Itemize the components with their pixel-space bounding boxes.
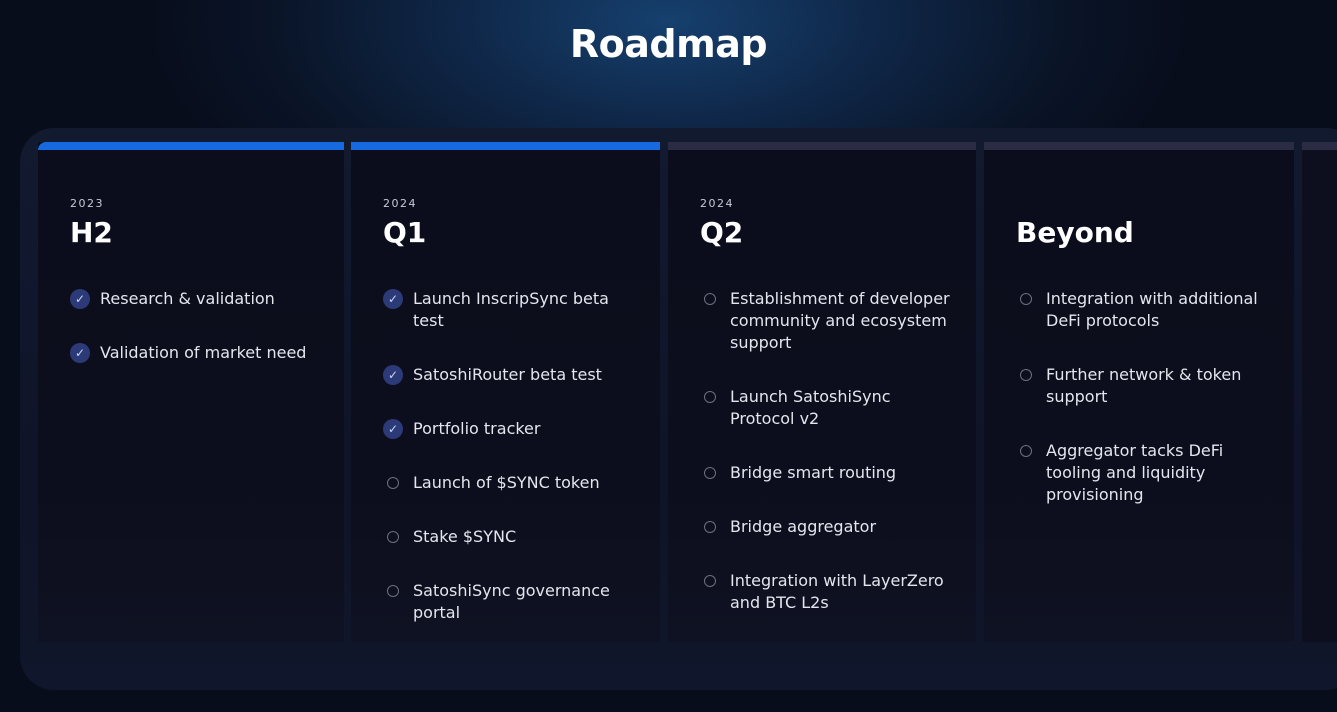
milestone-list: ✓ Research & validation ✓ Validation of mar… xyxy=(70,288,330,396)
milestone-list: Establishment of developer community and… xyxy=(700,288,960,646)
progress-bar xyxy=(351,142,660,150)
milestone-text: Research & validation xyxy=(100,289,275,308)
milestone-item: ✓ Portfolio tracker xyxy=(383,418,643,440)
circle-icon xyxy=(704,391,716,403)
milestone-text: Aggregator tacks DeFi tooling and liquid… xyxy=(1046,441,1224,504)
milestone-text: Integration with additional DeFi protoco… xyxy=(1046,289,1258,330)
circle-icon xyxy=(704,575,716,587)
milestone-item: Integration with LayerZero and BTC L2s xyxy=(700,570,960,614)
check-icon: ✓ xyxy=(70,343,90,363)
next-card-partial xyxy=(1302,142,1337,642)
circle-icon xyxy=(387,477,399,489)
milestone-item: Establishment of developer community and… xyxy=(700,288,960,354)
check-icon: ✓ xyxy=(383,365,403,385)
circle-icon xyxy=(1020,445,1032,457)
milestone-text: Validation of market need xyxy=(100,343,307,362)
page-title: Roadmap xyxy=(569,22,768,66)
card-year: 2023 xyxy=(70,197,104,210)
circle-icon xyxy=(704,467,716,479)
milestone-text: Bridge aggregator xyxy=(730,517,877,536)
milestone-list: Integration with additional DeFi protoco… xyxy=(1016,288,1276,538)
progress-bar xyxy=(38,142,344,150)
check-icon: ✓ xyxy=(383,289,403,309)
milestone-item: Stake $SYNC xyxy=(383,526,643,548)
circle-icon xyxy=(1020,293,1032,305)
milestone-text: Launch InscripSync beta test xyxy=(413,289,609,330)
milestone-text: Portfolio tracker xyxy=(413,419,541,438)
milestone-text: SatoshiSync governance portal xyxy=(413,581,610,622)
check-icon: ✓ xyxy=(383,419,403,439)
milestone-text: SatoshiRouter beta test xyxy=(413,365,602,384)
milestone-text: Further network & token support xyxy=(1046,365,1242,406)
milestone-item: Further network & token support xyxy=(1016,364,1276,408)
check-icon: ✓ xyxy=(70,289,90,309)
milestone-text: Launch of $SYNC token xyxy=(413,473,600,492)
circle-icon xyxy=(387,585,399,597)
progress-bar xyxy=(668,142,976,150)
circle-icon xyxy=(1020,369,1032,381)
card-period: Q2 xyxy=(700,216,744,249)
milestone-item: Launch SatoshiSync Protocol v2 xyxy=(700,386,960,430)
milestone-item: SatoshiSync governance portal xyxy=(383,580,643,624)
progress-bar xyxy=(984,142,1294,150)
milestone-text: Integration with LayerZero and BTC L2s xyxy=(730,571,944,612)
card-year: 2024 xyxy=(383,197,417,210)
milestone-text: Bridge smart routing xyxy=(730,463,897,482)
milestone-text: Launch SatoshiSync Protocol v2 xyxy=(730,387,891,428)
card-year: 2024 xyxy=(700,197,734,210)
milestone-item: Launch of $SYNC token xyxy=(383,472,643,494)
milestone-text: Establishment of developer community and… xyxy=(730,289,950,352)
circle-icon xyxy=(387,531,399,543)
milestone-item: Bridge smart routing xyxy=(700,462,960,484)
milestone-item: ✓ Launch InscripSync beta test xyxy=(383,288,643,332)
card-period: Beyond xyxy=(1016,216,1134,249)
circle-icon xyxy=(704,293,716,305)
milestone-item: Integration with additional DeFi protoco… xyxy=(1016,288,1276,332)
progress-bar xyxy=(1302,142,1337,150)
milestone-item: ✓ Research & validation xyxy=(70,288,330,310)
milestone-item: Aggregator tacks DeFi tooling and liquid… xyxy=(1016,440,1276,506)
milestone-text: Stake $SYNC xyxy=(413,527,517,546)
milestone-item: ✓ SatoshiRouter beta test xyxy=(383,364,643,386)
card-period: Q1 xyxy=(383,216,427,249)
card-period: H2 xyxy=(70,216,113,249)
circle-icon xyxy=(704,521,716,533)
milestone-list: ✓ Launch InscripSync beta test ✓ SatoshiRou… xyxy=(383,288,643,656)
milestone-item: ✓ Validation of market need xyxy=(70,342,330,364)
milestone-item: Bridge aggregator xyxy=(700,516,960,538)
